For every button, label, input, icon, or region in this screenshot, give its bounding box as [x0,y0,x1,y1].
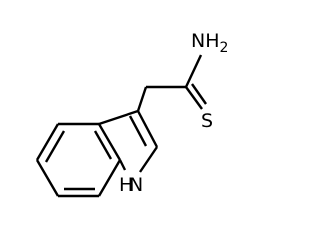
bond [128,115,148,147]
amine-subscript: 2 [220,40,229,56]
amine-text: NH [191,30,220,52]
bond [98,109,139,126]
bond [136,86,148,112]
thione-sulfur-label: S [201,110,213,132]
bond [97,159,122,197]
bond [136,110,159,148]
bond-lines [35,54,207,198]
bond [97,123,122,161]
indole-nh-hydrogen-label: H [119,174,133,196]
bond [191,83,207,105]
bond [35,123,60,161]
bond [185,86,203,110]
amine-label: NH2 [191,30,228,56]
indole-nitrogen-label: N [129,174,143,196]
bond [35,159,60,197]
molecule-structure-canvas: NH2 S H N [35,30,229,198]
bond [93,130,113,160]
bond [139,146,158,173]
bond [44,130,66,163]
bond [184,54,203,88]
molecule-structure: NH2 S H N [35,30,228,198]
bond [118,159,127,171]
